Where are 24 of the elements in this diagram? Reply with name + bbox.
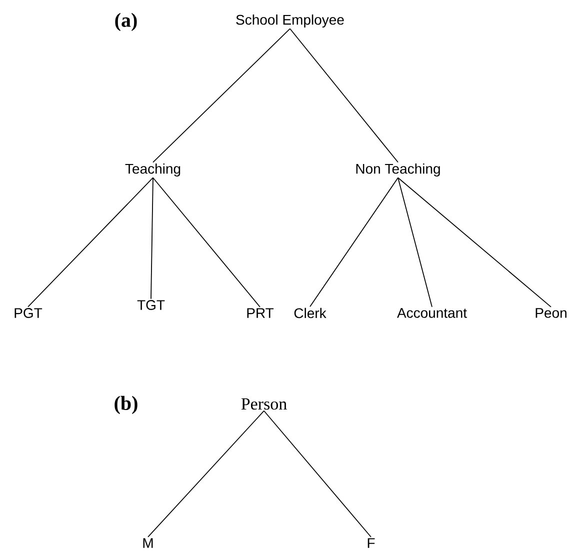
tree-line: [148, 410, 264, 538]
tree-line: [310, 177, 398, 308]
panel-label: (a): [115, 12, 137, 32]
node-label: PRT: [247, 308, 274, 318]
tree-line: [152, 28, 290, 163]
node-label: Clerk: [294, 308, 326, 318]
node-label: Peon: [536, 308, 566, 318]
panel-label: (b): [114, 396, 138, 414]
node-label: Accountant: [397, 308, 467, 318]
tree-line: [150, 177, 154, 300]
node-label: M: [143, 538, 153, 548]
tree-line: [398, 177, 552, 308]
tree-line: [264, 410, 372, 538]
tree-line: [398, 177, 432, 308]
node-label: TGT: [137, 300, 165, 310]
tree-line: [152, 177, 260, 308]
node-label: PGT: [14, 308, 42, 318]
node-label: Non Teaching: [356, 163, 440, 177]
node-label: F: [368, 538, 375, 548]
node-label: School Employee: [236, 14, 344, 28]
tree-line: [28, 177, 154, 308]
node-label: Person: [241, 398, 287, 410]
tree-line: [290, 28, 398, 163]
node-label: Teaching: [125, 163, 180, 177]
